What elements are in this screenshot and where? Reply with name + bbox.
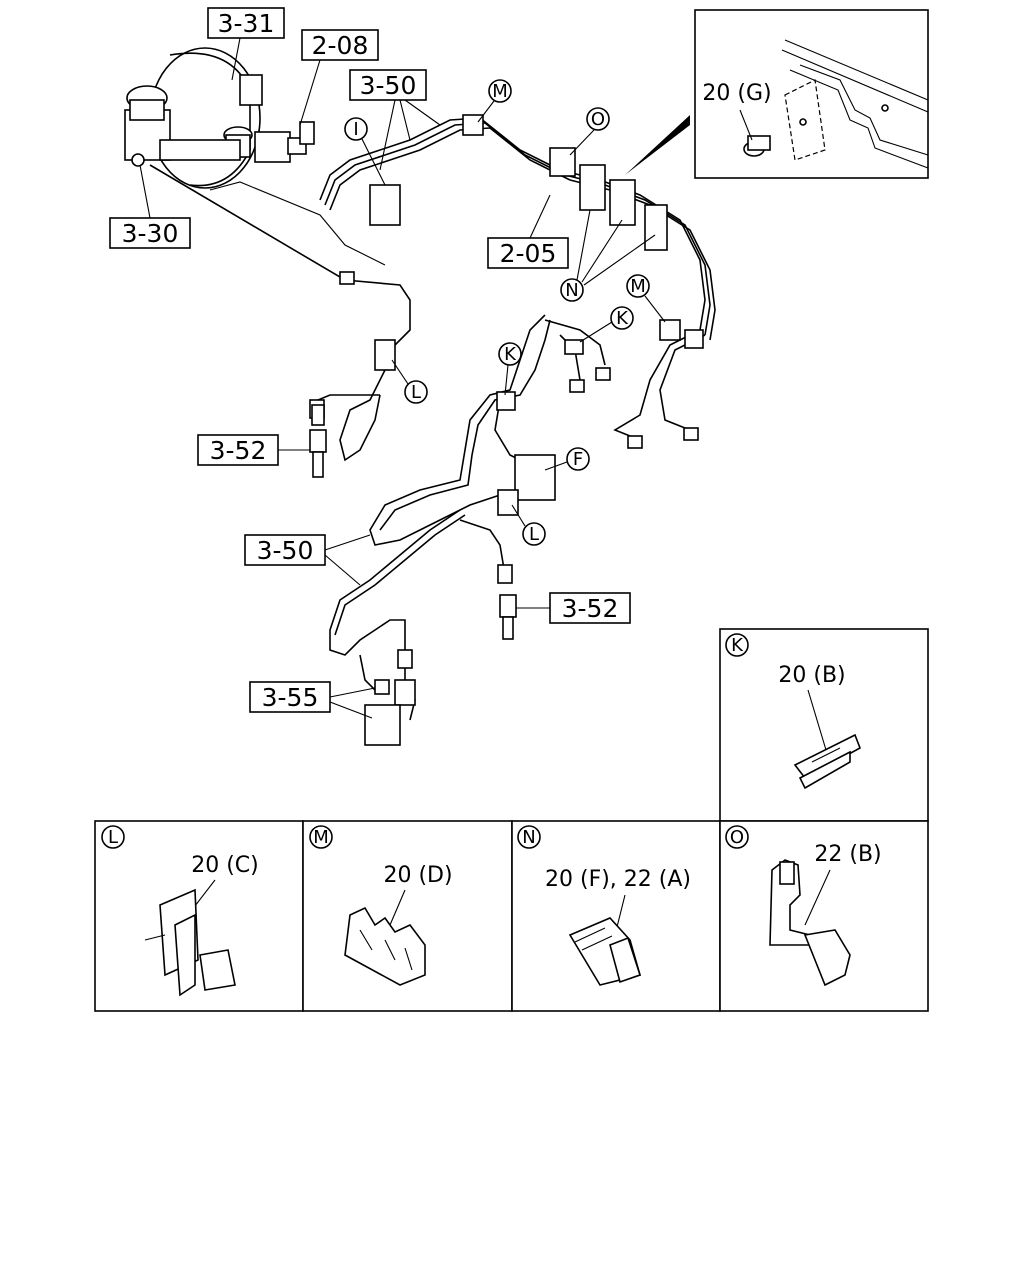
leader-3-30 [139, 164, 151, 219]
leader-3-50-lower [324, 534, 371, 586]
svg-text:3-52: 3-52 [210, 436, 267, 465]
part-label-3-50-upper[interactable]: 3-50 [349, 69, 427, 101]
clip-k-icon [793, 733, 861, 790]
leader-3-31 [231, 37, 241, 81]
line-clips-lower [364, 339, 584, 746]
svg-text:F: F [573, 449, 583, 470]
inset-n-marker: N [522, 827, 535, 848]
leader-k-middle [504, 364, 509, 396]
leader-o [569, 129, 595, 156]
svg-text:3-52: 3-52 [562, 594, 619, 623]
leader-m [389, 889, 406, 926]
leader-o-inset [804, 869, 831, 926]
leader-l-upper [391, 359, 409, 385]
svg-text:3-50: 3-50 [257, 536, 314, 565]
part-label-3-55[interactable]: 3-55 [249, 681, 331, 713]
clip-l-icon [144, 888, 236, 997]
inset-l-marker: L [108, 827, 118, 848]
leader-k-upper [579, 321, 613, 343]
leader-2-08 [299, 59, 321, 126]
marker-k-upper[interactable]: K [610, 306, 634, 330]
svg-text:M: M [492, 81, 508, 102]
svg-text:K: K [504, 344, 517, 365]
svg-text:M: M [630, 276, 646, 297]
part-label-2-08[interactable]: 2-08 [301, 29, 379, 61]
inset-o: O 22 (B) [719, 820, 929, 1012]
leader-2-05 [529, 194, 551, 239]
svg-text:L: L [411, 382, 421, 403]
inset-g: 20 (G) [694, 9, 929, 179]
leader-3-50-upper [379, 99, 441, 171]
master-cylinder [124, 85, 315, 167]
marker-n[interactable]: N [560, 278, 584, 302]
inset-g-code: 20 (G) [702, 81, 771, 106]
svg-text:2-08: 2-08 [312, 31, 369, 60]
leader-g [739, 109, 753, 141]
inset-m-code: 20 (D) [383, 863, 452, 888]
marker-l-lower[interactable]: L [522, 522, 546, 546]
brake-hose-3-52-lower [499, 594, 517, 640]
part-label-3-30[interactable]: 3-30 [109, 217, 191, 249]
leader-f [544, 461, 568, 471]
svg-text:L: L [529, 524, 539, 545]
inset-m-marker: M [313, 827, 329, 848]
leader-3-55 [329, 687, 376, 719]
inset-l-code: 20 (C) [191, 853, 259, 878]
part-label-3-52-upper[interactable]: 3-52 [197, 434, 279, 466]
brake-lines-lower [329, 314, 606, 721]
svg-text:3-31: 3-31 [218, 9, 275, 38]
part-label-3-31[interactable]: 3-31 [207, 7, 285, 39]
marker-m-upper[interactable]: M [488, 79, 512, 103]
part-label-3-50-lower[interactable]: 3-50 [244, 534, 326, 566]
marker-o[interactable]: O [586, 107, 610, 131]
inset-k: K 20 (B) [719, 628, 929, 822]
marker-i[interactable]: I [344, 117, 368, 141]
inset-o-code: 22 (B) [814, 842, 881, 867]
marker-k-middle[interactable]: K [498, 342, 522, 366]
leader-i [361, 138, 386, 186]
svg-text:N: N [565, 280, 578, 301]
clip-g-icon [743, 135, 771, 157]
marker-f[interactable]: F [566, 447, 590, 471]
marker-l-upper[interactable]: L [404, 380, 428, 404]
leader-n [576, 209, 656, 286]
part-label-2-05[interactable]: 2-05 [487, 237, 569, 269]
svg-text:O: O [591, 109, 605, 130]
svg-text:I: I [353, 119, 358, 140]
svg-text:2-05: 2-05 [500, 239, 557, 268]
clip-m-icon [344, 906, 426, 986]
inset-m: M 20 (D) [302, 820, 513, 1012]
inset-n: N 20 (F), 22 (A) [511, 820, 721, 1012]
svg-text:3-55: 3-55 [262, 683, 319, 712]
inset-k-code: 20 (B) [778, 663, 845, 688]
clip-n-icon [568, 917, 642, 986]
part-label-3-52-lower[interactable]: 3-52 [549, 592, 631, 624]
inset-n-code: 20 (F), 22 (A) [545, 867, 691, 892]
svg-text:K: K [616, 308, 629, 329]
svg-text:3-50: 3-50 [360, 71, 417, 100]
inset-l: L 20 (C) [94, 820, 304, 1012]
clip-o-icon [769, 859, 851, 987]
leader-m-right [644, 295, 666, 323]
leader-l-lower [511, 504, 526, 527]
marker-m-right[interactable]: M [626, 274, 650, 298]
brake-lines-upper [149, 117, 716, 462]
brake-hose-3-52-upper [309, 404, 327, 478]
leader-m-upper [477, 100, 495, 123]
leader-k [807, 689, 827, 751]
inset-o-marker: O [730, 827, 744, 848]
inset-g-pointer [625, 115, 690, 175]
svg-text:3-30: 3-30 [122, 219, 179, 248]
inset-k-marker: K [731, 635, 744, 656]
